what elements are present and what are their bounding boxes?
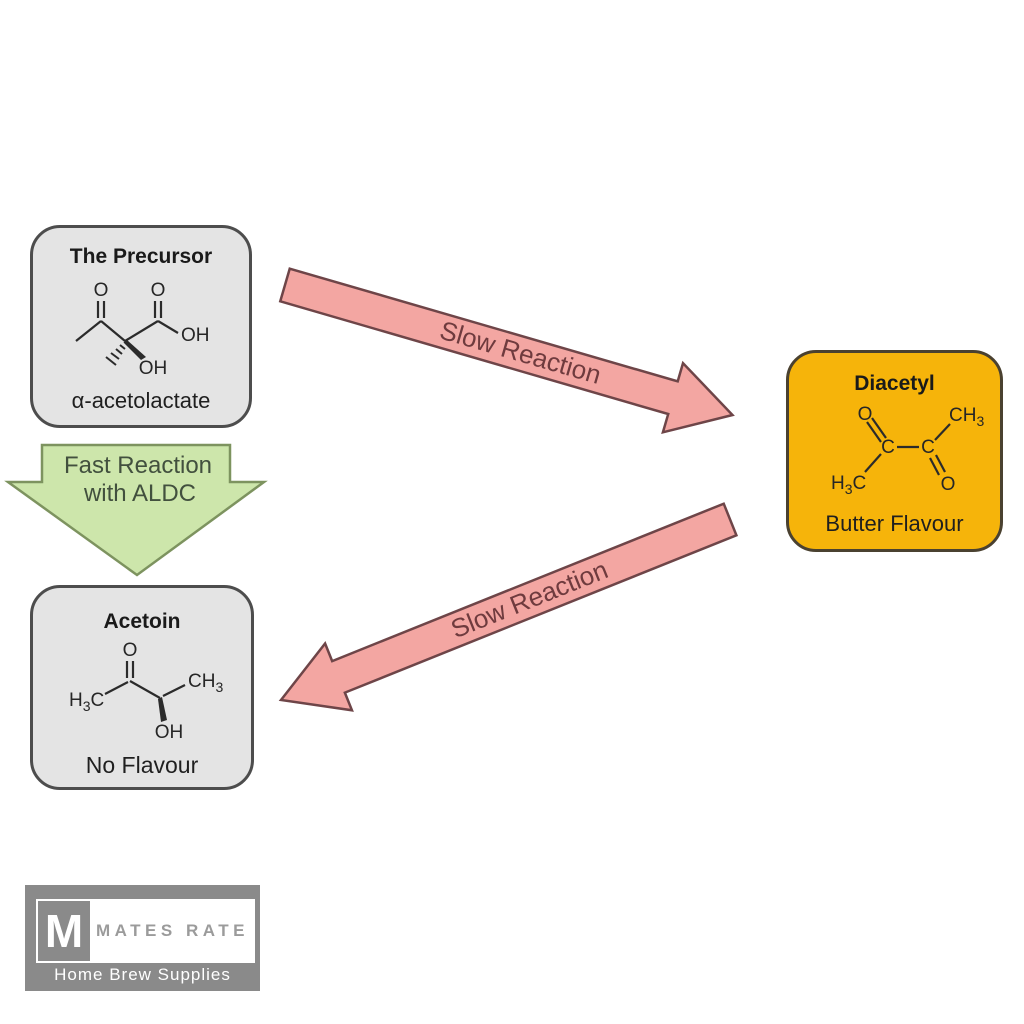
acetoin-o-top-label: O: [123, 640, 138, 661]
diacetyl-c-right-label: C: [921, 437, 935, 458]
arrow-fast: Fast Reaction with ALDC: [4, 443, 268, 577]
precursor-caption: α-acetolactate: [71, 388, 211, 413]
precursor-o-left-label: O: [94, 280, 109, 301]
diacetyl-caption: Butter Flavour: [825, 511, 964, 536]
logo-mark: M: [38, 901, 90, 961]
acetoin-oh-label: OH: [155, 722, 184, 743]
acetoin-h3c-label: H3C: [69, 690, 104, 714]
box-precursor: The Precursor: [30, 225, 252, 428]
acetoin-title: Acetoin: [103, 610, 181, 633]
arrow-slow-top: Slow Reaction: [278, 267, 735, 435]
logo: M MATES RATE Home Brew Supplies: [25, 885, 260, 991]
box-acetoin: Acetoin O H3C CH3 OH No Flavour: [30, 585, 254, 790]
acetoin-bonds: [104, 661, 186, 699]
diacetyl-ch3-label: CH3: [949, 405, 984, 429]
arrow-slow-top-shape: [278, 267, 735, 435]
arrow-slow-bottom-label: Slow Reaction: [447, 554, 612, 644]
precursor-oh-right-label: OH: [181, 325, 210, 346]
logo-plate: M MATES RATE: [36, 899, 255, 963]
acetoin-structure: O H3C CH3 OH: [69, 640, 223, 743]
arrow-slow-bottom-shape: [278, 502, 739, 712]
logo-initial: M: [44, 905, 84, 957]
arrow-fast-label-line2: with ALDC: [83, 480, 196, 507]
precursor-structure: O O OH OH: [75, 280, 210, 379]
precursor-bonds: [75, 301, 179, 366]
arrow-slow-bottom: Slow Reaction: [278, 502, 739, 712]
diacetyl-title: Diacetyl: [854, 372, 935, 395]
box-diacetyl: Diacetyl O CH3 C C H3C O: [786, 350, 1003, 552]
arrow-fast-label-line1: Fast Reaction: [64, 452, 212, 479]
diacetyl-structure: O CH3 C C H3C O: [831, 404, 984, 497]
acetoin-ch3-label: CH3: [188, 671, 223, 695]
acetoin-caption: No Flavour: [85, 752, 199, 778]
precursor-oh-bottom-label: OH: [139, 358, 168, 379]
diacetyl-o-top-label: O: [858, 404, 873, 425]
diacetyl-c-left-label: C: [881, 437, 895, 458]
arrow-fast-shape: [4, 443, 268, 577]
diacetyl-h3c-label: H3C: [831, 473, 866, 497]
logo-tagline: Home Brew Supplies: [54, 965, 231, 984]
precursor-o-right-label: O: [151, 280, 166, 301]
precursor-title: The Precursor: [69, 245, 213, 268]
diacetyl-bonds: [864, 417, 951, 476]
diacetyl-o-bottom-label: O: [941, 474, 956, 495]
logo-brand-name: MATES RATE: [96, 921, 249, 940]
precursor-bold-wedge: [123, 339, 146, 360]
acetoin-bold-wedge: [158, 697, 167, 722]
